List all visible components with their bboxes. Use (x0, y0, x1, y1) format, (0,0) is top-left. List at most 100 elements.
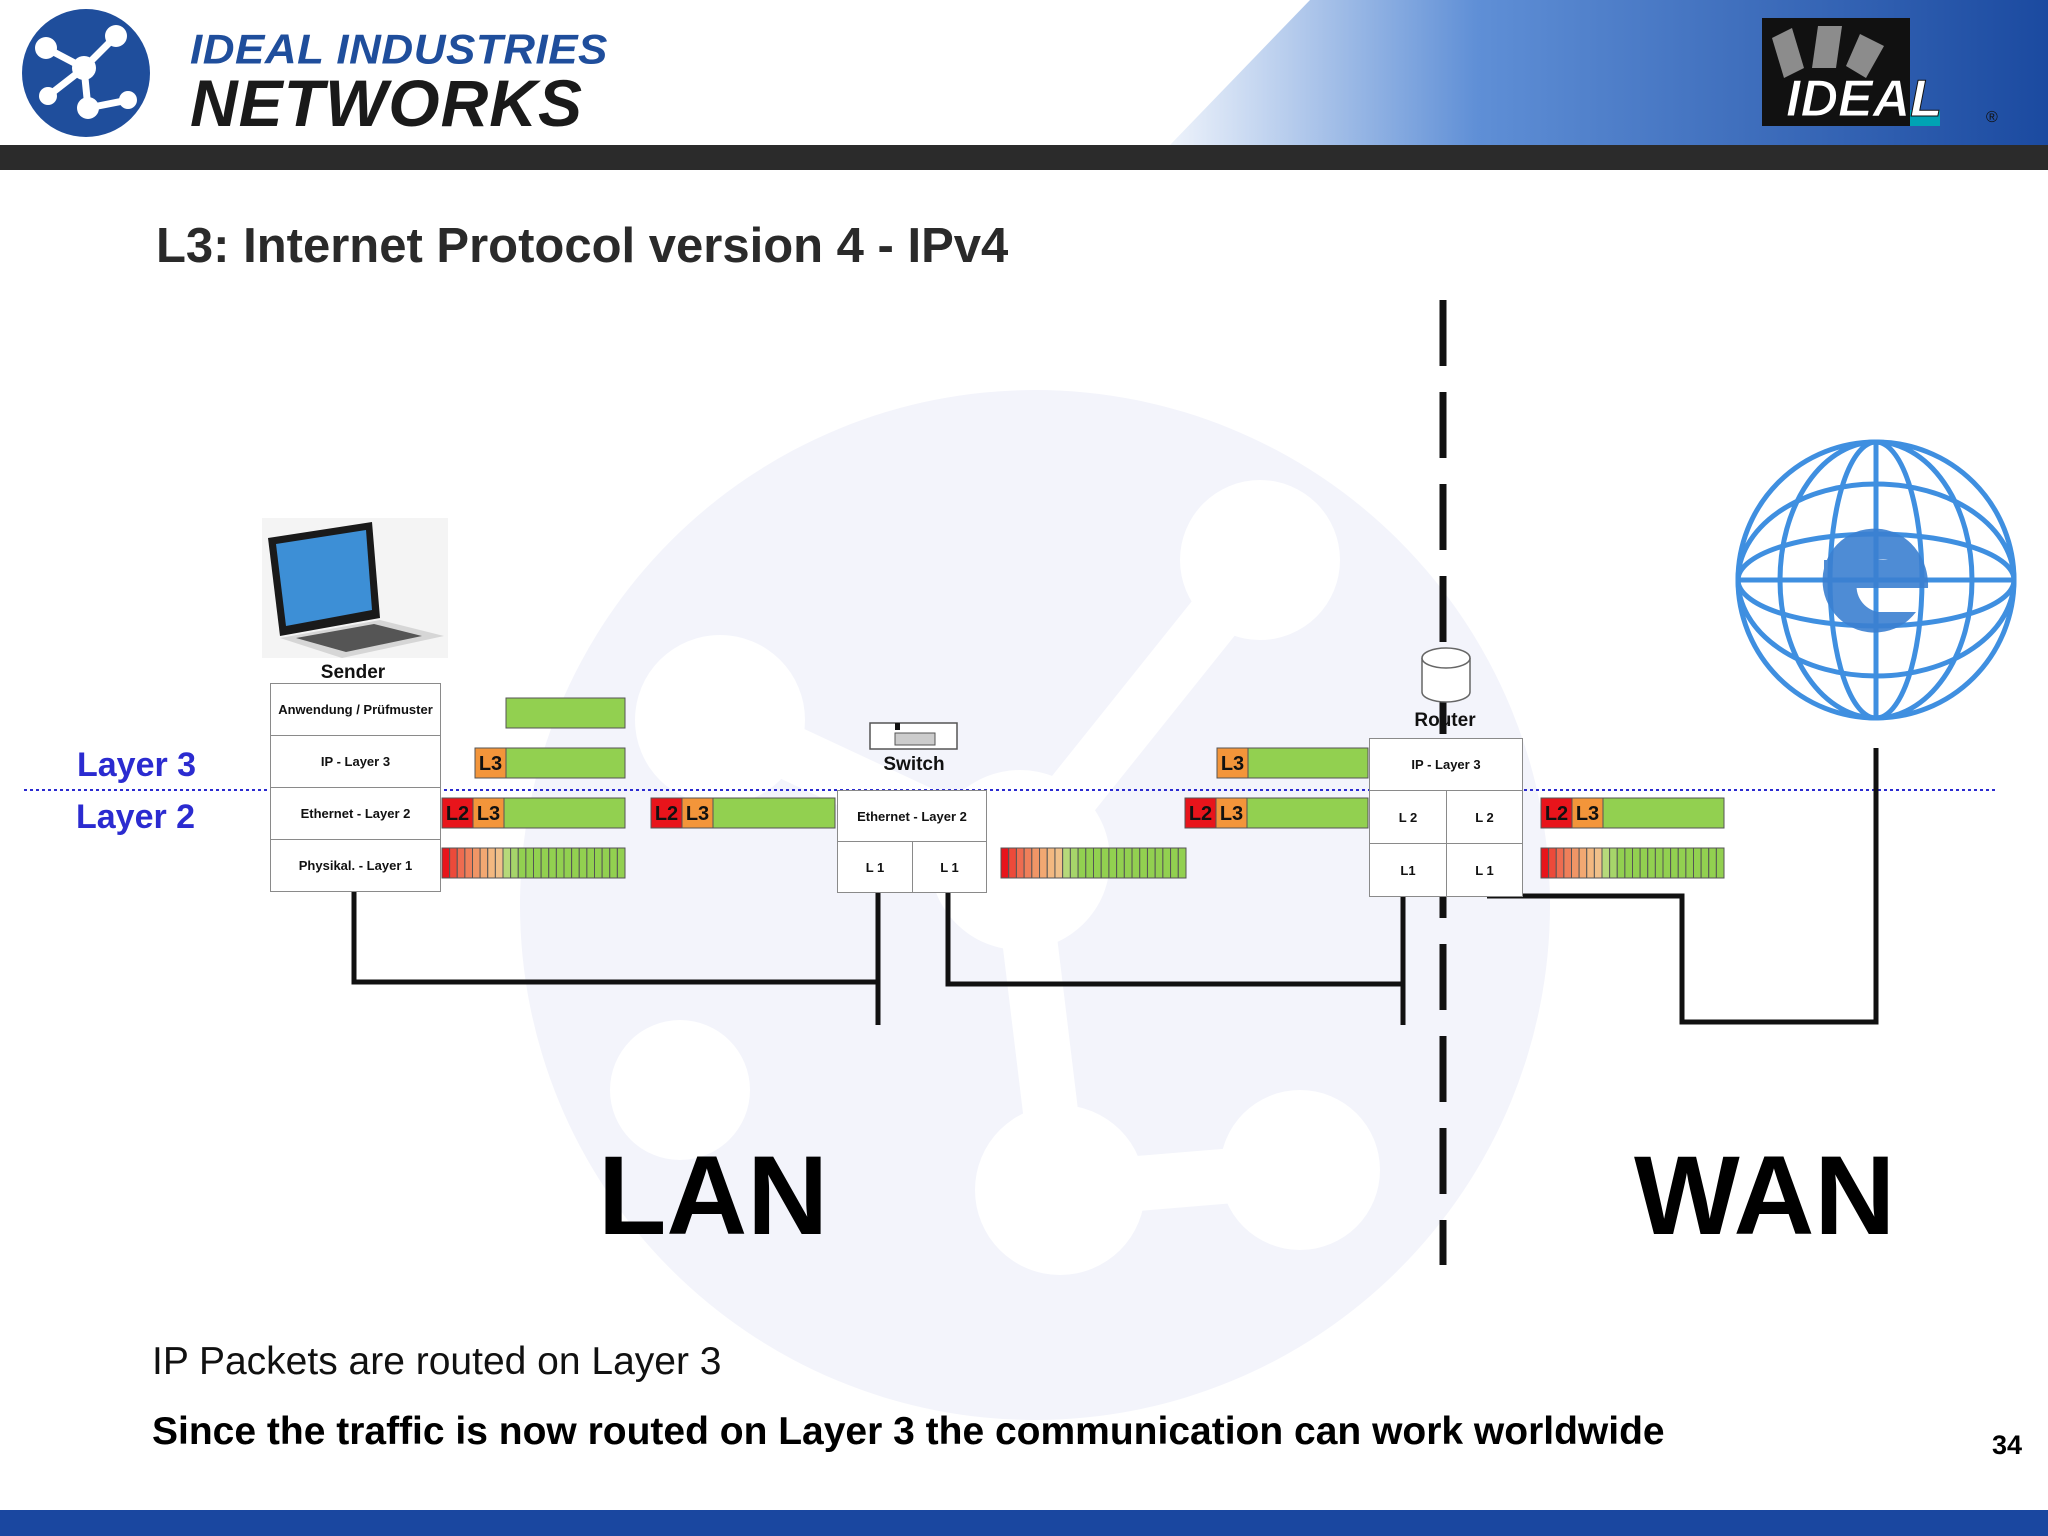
switch-l1-left: L 1 (837, 841, 913, 893)
ideal-logo-text: IDEAL (1786, 70, 1942, 128)
sender-bitstream-bit (601, 847, 611, 879)
layer2-label: Layer 2 (76, 798, 196, 836)
brand-bottom-text: NETWORKS (190, 66, 583, 140)
sender-bitstream-bit (472, 847, 481, 879)
sender-bitstream-bit (502, 847, 512, 879)
wan-bitstream-bit (1548, 847, 1557, 879)
wan-bitstream-bit (1555, 847, 1565, 879)
sender-bitstream-bit (555, 847, 565, 879)
lan-bitstream-2-bit (1008, 847, 1017, 879)
lan-bitstream-2-bit (1116, 847, 1125, 879)
sender-l2-frame-l3-header (472, 797, 505, 829)
sender-bitstream-bit (578, 847, 588, 879)
sender-bitstream-bit (533, 847, 542, 879)
wan-bitstream-bit (1654, 847, 1664, 879)
switch-icon (869, 722, 958, 750)
wan-bitstream-bit (1586, 847, 1595, 879)
wan-bitstream-bit (1700, 847, 1710, 879)
switch-ethernet-layer: Ethernet - Layer 2 (837, 790, 987, 842)
lan-bitstream-2-bit (1162, 847, 1172, 879)
wan-bitstream-bit (1593, 847, 1603, 879)
sender-bitstream-bit (548, 847, 557, 879)
sender-bitstream-bit (571, 847, 580, 879)
lan-frame-2-l3-tag: L3 (1220, 803, 1243, 825)
router-in-l3-packet-payload (1247, 747, 1369, 779)
lan-frame-2-l2-header (1184, 797, 1217, 829)
sender-bitstream-bit (449, 847, 458, 879)
sender-l3-packet-payload (505, 747, 626, 779)
sender-ip-layer: IP - Layer 3 (270, 735, 441, 788)
lan-frame-1-l2-header (650, 797, 683, 829)
wan-bitstream-bit (1647, 847, 1656, 879)
lan-bitstream-2-bit (1046, 847, 1056, 879)
lan-bitstream-2-bit (1131, 847, 1141, 879)
router-ip-layer: IP - Layer 3 (1369, 738, 1523, 791)
wan-frame-l2-tag: L2 (1545, 803, 1568, 825)
lan-bitstream-2-bit (1015, 847, 1025, 879)
lan-bitstream-2-bit (1123, 847, 1133, 879)
sender-bitstream-bit (563, 847, 573, 879)
sender-bitstream-bit (616, 847, 626, 879)
sender-bitstream-bit (479, 847, 489, 879)
lan-bitstream-2-bit (1093, 847, 1102, 879)
header-band: IDEAL INDUSTRIES NETWORKS IDEAL ® (0, 0, 2048, 170)
wan-bitstream-bit (1639, 847, 1649, 879)
laptop-icon (262, 518, 448, 658)
router-in-l3-packet-l3-header (1216, 747, 1249, 779)
wan-bitstream-bit (1693, 847, 1702, 879)
lan-frame-1-l2-tag: L2 (655, 803, 678, 825)
lan-bitstream-2-bit (1077, 847, 1087, 879)
lan-bitstream-2-bit (1039, 847, 1048, 879)
router-l1-right: L 1 (1446, 843, 1523, 897)
caption-line-1: IP Packets are routed on Layer 3 (152, 1340, 722, 1383)
lan-bitstream-2-bit (1177, 847, 1187, 879)
sender-bitstream-bit (609, 847, 618, 879)
router-l1-left: L1 (1369, 843, 1447, 897)
router-in-l3-packet-l3-tag: L3 (1221, 753, 1244, 775)
sender-bitstream-bit (464, 847, 473, 879)
sender-bitstream-bit (517, 847, 527, 879)
lan-bitstream-2-bit (1170, 847, 1179, 879)
lan-frame-1-l3-tag: L3 (686, 803, 709, 825)
wan-bitstream-bit (1601, 847, 1611, 879)
sender-bitstream-bit (510, 847, 519, 879)
wan-label: WAN (1634, 1133, 1896, 1258)
lan-frame-2-payload (1246, 797, 1369, 829)
lan-bitstream-2-bit (1108, 847, 1118, 879)
lan-bitstream-2-bit (1054, 847, 1064, 879)
footer-bar (0, 1510, 2048, 1536)
wan-bitstream-bit (1632, 847, 1641, 879)
switch-label: Switch (883, 754, 945, 775)
sender-label: Sender (320, 662, 386, 683)
wan-bitstream-bit (1685, 847, 1694, 879)
lan-bitstream-2-bit (1023, 847, 1033, 879)
lan-bitstream-2-bit (1069, 847, 1079, 879)
wan-frame-l2-header (1540, 797, 1573, 829)
wan-frame-l3-header (1571, 797, 1604, 829)
wan-bitstream-bit (1715, 847, 1725, 879)
wan-bitstream-bit (1677, 847, 1687, 879)
page-number: 34 (1992, 1430, 2023, 1460)
sender-l3-packet-l3-header (474, 747, 507, 779)
sender-l2-frame-l3-tag: L3 (477, 803, 500, 825)
sender-bitstream-bit (456, 847, 466, 879)
sender-bitstream-bit (586, 847, 595, 879)
wan-bitstream-bit (1662, 847, 1672, 879)
wan-bitstream-bit (1708, 847, 1717, 879)
sender-ethernet-layer: Ethernet - Layer 2 (270, 787, 441, 840)
router-icon (1421, 647, 1471, 703)
sender-l2-frame-payload (503, 797, 626, 829)
sender-l3-packet-l3-tag: L3 (479, 753, 502, 775)
network-cables (351, 748, 1879, 1025)
layer3-label: Layer 3 (77, 746, 197, 784)
wan-bitstream-bit (1609, 847, 1618, 879)
wan-bitstream-bit (1571, 847, 1580, 879)
ideal-logo-icon: IDEAL ® (1762, 18, 1998, 129)
sender-bitstream-bit (525, 847, 534, 879)
sender-bitstream-bit (540, 847, 550, 879)
sender-bitstream-bit (441, 847, 451, 879)
router-label: Router (1414, 710, 1476, 731)
wan-bitstream-bit (1578, 847, 1588, 879)
lan-frame-2-l2-tag: L2 (1189, 803, 1212, 825)
